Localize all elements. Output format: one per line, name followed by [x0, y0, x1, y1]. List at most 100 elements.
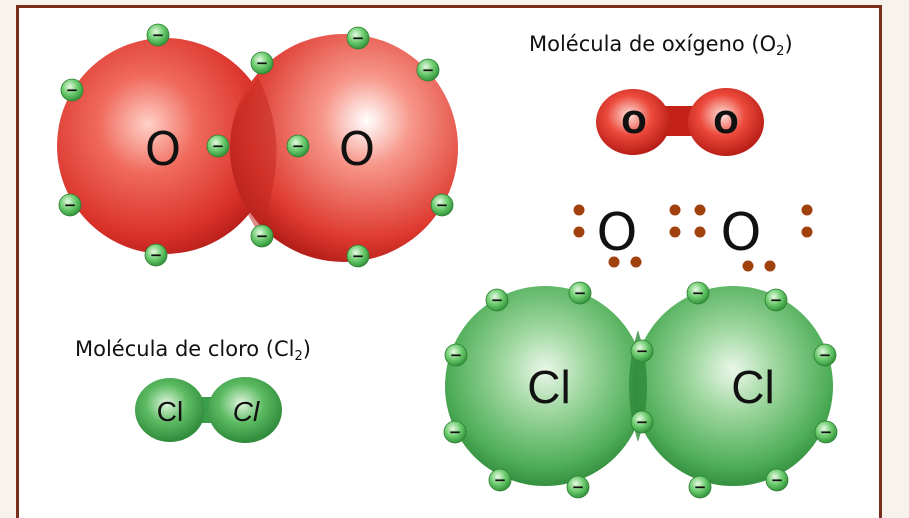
electron-icon: −	[58, 193, 82, 217]
svg-text:−: −	[449, 423, 462, 441]
chlorine-atom-left-symbol: Cl	[527, 361, 570, 413]
oxygen-electrons: − − − − − − − − − − − −	[58, 23, 454, 268]
electron-icon: −	[444, 343, 468, 367]
electron-icon: −	[286, 134, 310, 158]
electron-icon: −	[485, 288, 509, 312]
svg-text:−: −	[436, 196, 449, 214]
svg-text:−: −	[494, 471, 507, 489]
chlorine-small-atom-left	[135, 378, 205, 442]
oxygen-small-atom-left	[596, 89, 670, 155]
chlorine-small-symbol-right: Cl	[233, 396, 260, 427]
electron-icon: −	[764, 288, 788, 312]
oxygen-atom-right	[230, 34, 458, 262]
svg-text:−: −	[212, 137, 225, 155]
electron-icon: −	[630, 410, 654, 434]
chlorine-small-symbol-left: Cl	[157, 396, 183, 427]
electron-icon: −	[60, 78, 84, 102]
electron-icon: −	[206, 134, 230, 158]
svg-text:−: −	[692, 284, 705, 302]
lewis-oxygen-left: O	[597, 203, 638, 263]
oxygen-small-model: O O	[596, 88, 764, 156]
chlorine-atom-right-symbol: Cl	[731, 361, 774, 413]
electron-icon: −	[346, 244, 370, 268]
lewis-lone-pair-dots	[573, 204, 813, 272]
svg-text:−: −	[819, 346, 832, 364]
electron-icon: −	[250, 51, 274, 75]
svg-text:−: −	[64, 196, 77, 214]
lone-pair-dot	[694, 204, 706, 216]
lone-pair-dot	[742, 260, 754, 272]
electron-icon: −	[250, 224, 274, 248]
electron-icon: −	[488, 468, 512, 492]
oxygen-caption-close: )	[784, 32, 793, 56]
electron-icon: −	[813, 343, 837, 367]
lone-pair-dot	[801, 226, 813, 238]
chlorine-atom-left	[445, 286, 645, 486]
svg-text:−: −	[572, 478, 585, 496]
lone-pair-dot	[764, 260, 776, 272]
oxygen-small-symbol-left: O	[621, 106, 647, 141]
oxygen-large-model: O O − − − − − − − − − − − −	[57, 23, 458, 268]
svg-text:−: −	[256, 227, 269, 245]
svg-text:−: −	[636, 342, 649, 360]
lone-pair-dot	[630, 256, 642, 268]
chlorine-electrons: − − − − − − − − − − − − − −	[443, 281, 838, 499]
electron-icon: −	[443, 420, 467, 444]
lone-pair-dot	[801, 204, 813, 216]
lone-pair-dot	[694, 226, 706, 238]
chlorine-caption-close: )	[302, 337, 311, 361]
electron-icon: −	[568, 281, 592, 305]
electron-icon: −	[765, 468, 789, 492]
lone-pair-dot	[608, 256, 620, 268]
oxygen-atom-right-symbol: O	[339, 122, 375, 176]
oxygen-small-symbol-right: O	[713, 106, 739, 141]
electron-icon: −	[146, 23, 170, 47]
svg-text:−: −	[771, 471, 784, 489]
oxygen-small-atom-right	[688, 88, 764, 156]
svg-text:−: −	[352, 29, 365, 47]
electron-icon: −	[566, 475, 590, 499]
lone-pair-dot	[573, 226, 585, 238]
oxygen-lewis-structure: O O	[573, 203, 813, 272]
electron-icon: −	[416, 58, 440, 82]
svg-text:−: −	[694, 478, 707, 496]
lone-pair-dot	[669, 204, 681, 216]
electron-icon: −	[430, 193, 454, 217]
chlorine-small-model: Cl Cl	[135, 377, 282, 443]
svg-text:−: −	[66, 81, 79, 99]
electron-icon: −	[630, 339, 654, 363]
oxygen-caption: Molécula de oxígeno (O2)	[529, 32, 793, 59]
electron-icon: −	[814, 420, 838, 444]
lone-pair-dot	[573, 204, 585, 216]
svg-text:−: −	[256, 54, 269, 72]
svg-text:−: −	[152, 26, 165, 44]
oxygen-atom-left	[57, 38, 273, 254]
lone-pair-dot	[669, 226, 681, 238]
lewis-oxygen-right: O	[721, 203, 762, 263]
electron-icon: −	[144, 243, 168, 267]
oxygen-caption-text: Molécula de oxígeno (O	[529, 32, 777, 56]
electron-icon: −	[346, 26, 370, 50]
chlorine-large-model: Cl Cl − − − − − − − − − − − − − −	[443, 281, 838, 499]
electron-icon: −	[688, 475, 712, 499]
svg-text:−: −	[450, 346, 463, 364]
chlorine-caption-subscript: 2	[294, 349, 303, 364]
svg-text:−: −	[292, 137, 305, 155]
electron-icon: −	[686, 281, 710, 305]
oxygen-overlap	[231, 78, 277, 232]
chlorine-caption: Molécula de cloro (Cl2)	[75, 337, 311, 364]
svg-text:−: −	[422, 61, 435, 79]
svg-text:−: −	[491, 291, 504, 309]
svg-text:−: −	[820, 423, 833, 441]
chlorine-small-atom-right	[208, 377, 282, 443]
svg-text:−: −	[770, 291, 783, 309]
oxygen-caption-subscript: 2	[776, 44, 785, 59]
svg-text:−: −	[636, 413, 649, 431]
oxygen-atom-left-symbol: O	[145, 122, 181, 176]
svg-text:−: −	[150, 246, 163, 264]
svg-text:−: −	[574, 284, 587, 302]
svg-text:−: −	[352, 247, 365, 265]
chlorine-caption-text: Molécula de cloro (Cl	[75, 337, 295, 361]
chlorine-atom-right	[633, 286, 833, 486]
